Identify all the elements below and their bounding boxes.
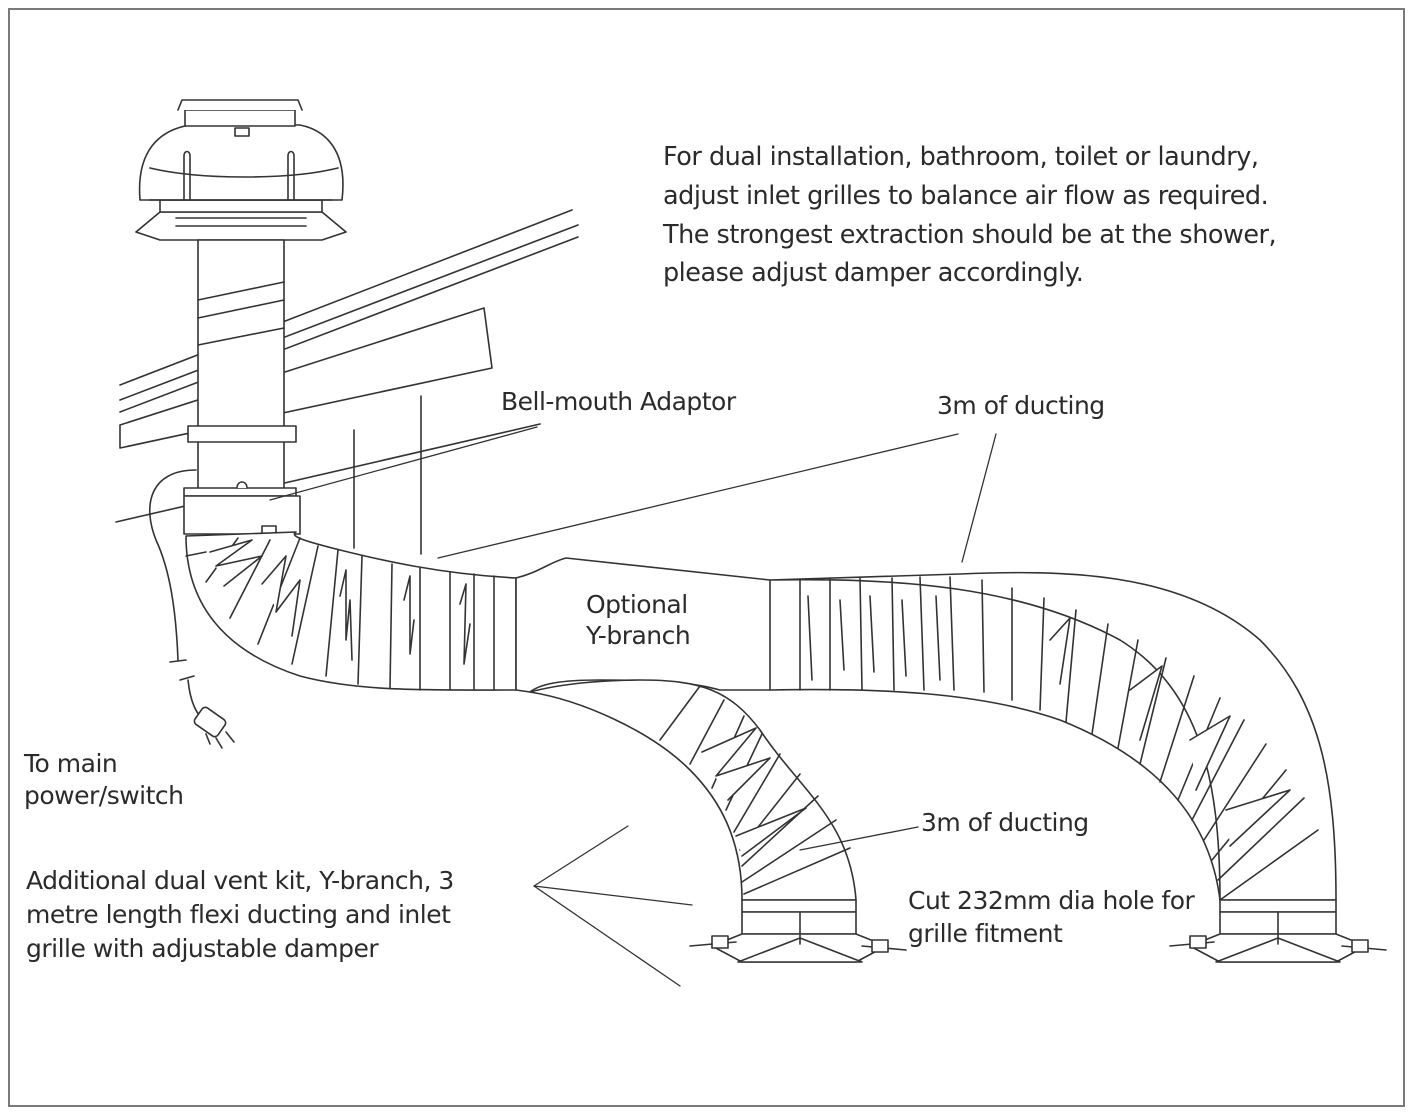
inlet-grille-left (689, 899, 907, 963)
ducting-top-label: 3m of ducting (937, 391, 1105, 420)
y-branch-line: Y-branch (586, 620, 691, 650)
power-line: power/switch (24, 781, 184, 810)
installation-note: For dual installation, bathroom, toilet … (663, 138, 1277, 293)
dual-vent-kit-label: Additional dual vent kit, Y-branch, 3 me… (26, 864, 454, 966)
leader-kit-c (533, 885, 681, 987)
note-line: For dual installation, bathroom, toilet … (663, 142, 1259, 172)
power-line: To main (24, 749, 118, 778)
leader-ducting-bottom (799, 826, 919, 851)
leader-ducting-top-b (961, 433, 997, 563)
y-branch-label: Optional Y-branch (586, 590, 691, 651)
flexi-duct-upper (185, 531, 517, 691)
flexi-duct-right (769, 571, 1337, 901)
leader-lines (269, 426, 997, 987)
leader-ducting-top-a (437, 433, 959, 559)
leader-bell-mouth (269, 426, 538, 501)
leader-kit-a (533, 825, 629, 887)
note-line: adjust inlet grilles to balance air flow… (663, 180, 1269, 211)
note-line: please adjust damper accordingly. (663, 258, 1084, 289)
leader-kit-b (533, 885, 693, 906)
kit-line: grille with adjustable damper (26, 934, 379, 963)
note-line: The strongest extraction should be at th… (663, 219, 1277, 250)
roof-fan (135, 99, 347, 241)
flexi-duct-lower (529, 679, 857, 901)
bell-mouth-label: Bell-mouth Adaptor (501, 387, 736, 416)
inlet-grille-right (1169, 899, 1387, 963)
power-label: To main power/switch (24, 748, 184, 812)
plug-icon (193, 706, 235, 749)
kit-line: Additional dual vent kit, Y-branch, 3 (26, 866, 454, 895)
cut-hole-label: Cut 232mm dia hole for grille fitment (908, 884, 1195, 950)
y-branch-line: Optional (586, 590, 688, 619)
vertical-duct (183, 239, 301, 535)
power-cable (148, 469, 235, 749)
cut-hole-line: grille fitment (908, 919, 1063, 948)
kit-line: metre length flexi ducting and inlet (26, 900, 451, 929)
ducting-bottom-label: 3m of ducting (921, 808, 1089, 837)
cut-hole-line: Cut 232mm dia hole for (908, 886, 1195, 915)
